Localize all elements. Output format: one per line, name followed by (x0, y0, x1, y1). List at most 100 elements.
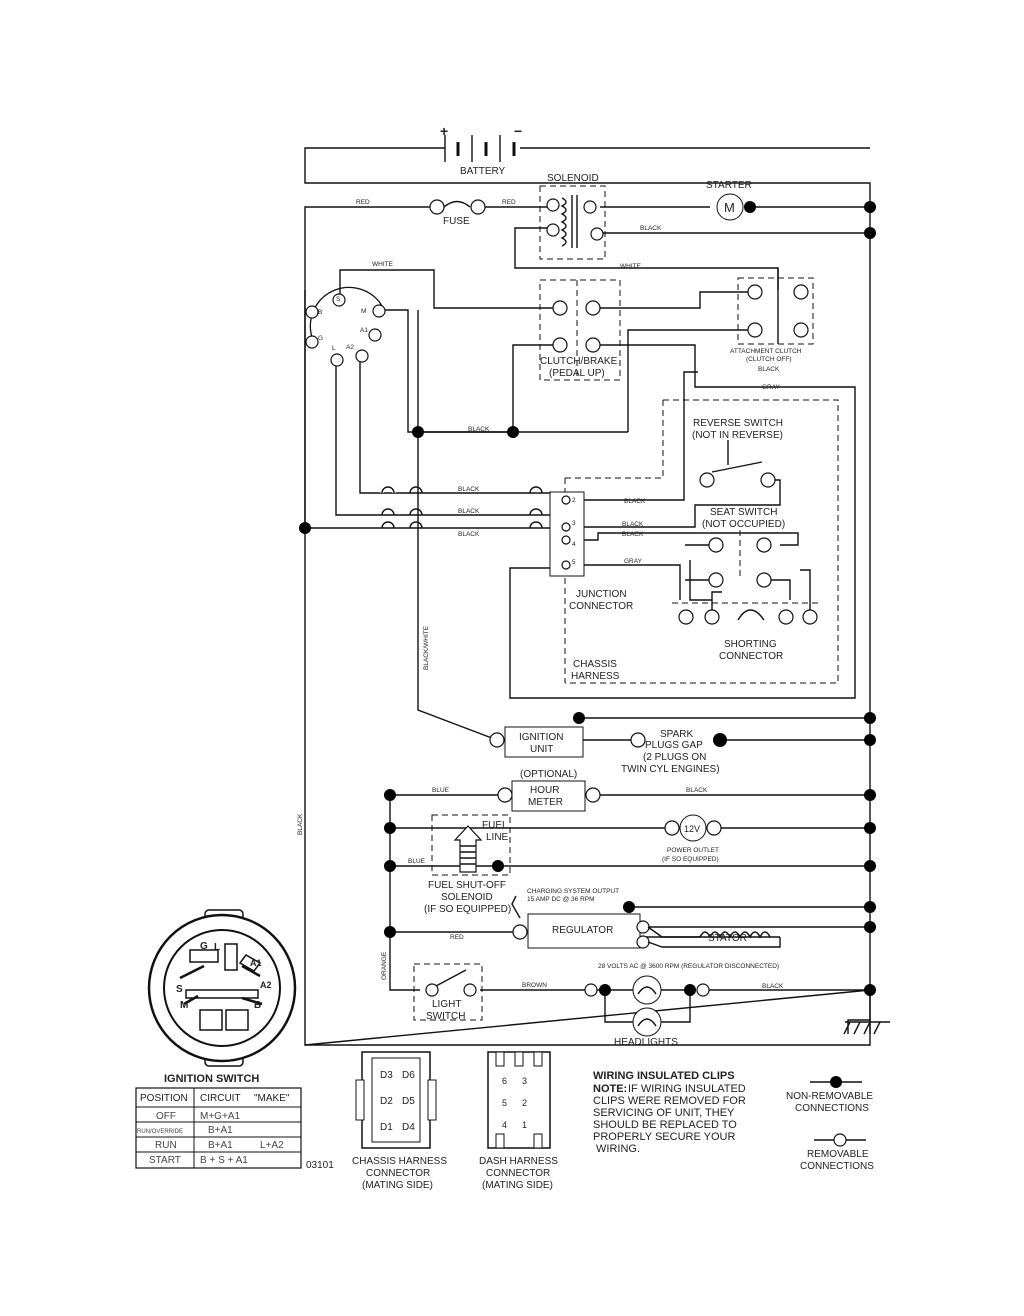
note-line: CLIPS WERE REMOVED FOR (593, 1095, 746, 1107)
headlights: HEADLIGHTS (584, 975, 710, 1048)
table-cell: START (149, 1155, 181, 1166)
power-outlet: 12V POWER OUTLET (IF SO EQUIPPED) (662, 814, 722, 863)
part-number: 03101 (306, 1160, 334, 1171)
wire-white-label: WHITE (372, 261, 394, 268)
seat-switch-label-2: (NOT OCCUPIED) (702, 519, 785, 530)
fuse: FUSE RED RED (356, 199, 516, 227)
terminal-b: B (318, 309, 322, 316)
table-cell: L+A2 (260, 1140, 284, 1151)
wire-black-label: BLACK (758, 366, 780, 373)
wire-black-label: BLACK (297, 813, 304, 835)
dash-connector-label-3: (MATING SIDE) (482, 1180, 553, 1191)
dash-pin: 2 (522, 1098, 527, 1108)
wire-black-label: BLACK (458, 508, 480, 515)
solenoid: SOLENOID (539, 173, 606, 260)
chassis-harness-label: CHASSIS (573, 659, 617, 670)
junction-connector-label: JUNCTION (576, 589, 627, 600)
table-cell: RUN/OVERRIDE (137, 1129, 183, 1135)
note-line: SERVICING OF UNIT, THEY (593, 1107, 735, 1119)
motor-symbol: M (724, 200, 735, 215)
regulator-label: REGULATOR (552, 925, 613, 936)
light-switch-label: LIGHT (432, 999, 461, 1010)
chassis-connector-label-3: (MATING SIDE) (362, 1180, 433, 1191)
wire-black-label: BLACK (762, 983, 784, 990)
legend-removable: REMOVABLE (807, 1149, 869, 1160)
chassis-pin: D1 (380, 1122, 393, 1133)
junction-pin: 2 (572, 497, 576, 504)
ignition-switch-title: IGNITION SWITCH (164, 1073, 259, 1085)
wire-white-label: WHITE (620, 263, 642, 270)
fuel-shutoff-solenoid: FUEL LINE BLUE FUEL SHUT-OFF SOLENOID (I… (408, 814, 511, 915)
chassis-connector-label: CHASSIS HARNESS (352, 1156, 447, 1167)
stator-label: STATOR (708, 933, 747, 944)
dash-pin: 1 (522, 1120, 527, 1130)
optional-label: (OPTIONAL) (520, 769, 577, 780)
note-line: IF WIRING INSULATED (628, 1083, 746, 1095)
dash-pin: 6 (502, 1076, 507, 1086)
table-header: CIRCUIT (200, 1093, 241, 1104)
safety-switch-harness: REVERSE SWITCH (NOT IN REVERSE) SEAT SWI… (564, 399, 839, 684)
face-label-a1: A1 (250, 958, 262, 968)
outlet-voltage: 12V (684, 824, 700, 834)
regulator-stator: CHARGING SYSTEM OUTPUT 15 AMP DC @ 36 RP… (450, 888, 781, 970)
spark-label-2: PLUGS GAP (645, 740, 703, 751)
note-line: WIRING. (596, 1143, 640, 1155)
legend-non-removable: NON-REMOVABLE (786, 1091, 873, 1102)
power-outlet-label: POWER OUTLET (667, 847, 719, 854)
note-title: WIRING INSULATED CLIPS (593, 1070, 735, 1082)
wire-black-white-label: BLACK/WHITE (423, 625, 430, 670)
table-cell: RUN (155, 1140, 177, 1151)
charging-output-label: CHARGING SYSTEM OUTPUT (527, 888, 619, 895)
fuel-shutoff-label-2: SOLENOID (441, 892, 493, 903)
face-label-l: L (214, 942, 220, 953)
terminal-l: L (332, 345, 336, 352)
fuel-line-label: FUEL (482, 820, 508, 831)
face-label-a2: A2 (260, 980, 272, 990)
note-bold: NOTE: (593, 1083, 627, 1095)
spark-label: SPARK (660, 729, 693, 740)
terminal-m: M (361, 308, 366, 315)
face-label-g: G (200, 941, 208, 952)
table-cell: B + S + A1 (200, 1155, 248, 1166)
note-line: SHOULD BE REPLACED TO (593, 1119, 737, 1131)
non-removable-junctions (299, 201, 876, 996)
charging-output-label-2: 15 AMP DC @ 36 RPM (527, 896, 595, 903)
ignition-switch-face: G L A1 A2 B M S (147, 909, 297, 1067)
chassis-pin: D6 (402, 1070, 415, 1081)
hour-meter: (OPTIONAL) HOUR METER BLUE BLACK (432, 769, 708, 812)
table-header: POSITION (140, 1093, 188, 1104)
legend-removable-2: CONNECTIONS (800, 1161, 874, 1172)
dash-pin: 3 (522, 1076, 527, 1086)
wire-black-label: BLACK (458, 531, 480, 538)
wire-black-label: BLACK (622, 531, 644, 538)
face-label-b: B (254, 1000, 261, 1011)
reverse-switch-label: REVERSE SWITCH (693, 418, 783, 429)
table-cell: B+A1 (208, 1140, 233, 1151)
face-label-m: M (180, 1000, 188, 1011)
junction-pin: 4 (572, 541, 576, 548)
table-cell: B+A1 (208, 1125, 233, 1136)
wire-blue-label: BLUE (432, 787, 450, 794)
starter-label: STARTER (706, 180, 752, 191)
spark-label-4: TWIN CYL ENGINES) (621, 764, 720, 775)
wire-black-label: BLACK (640, 225, 662, 232)
chassis-pin: D5 (402, 1096, 415, 1107)
attachment-clutch: ATTACHMENT CLUTCH (CLUTCH OFF) BLACK GRA… (730, 268, 814, 391)
spark-label-3: (2 PLUGS ON (643, 752, 706, 763)
headlights-label: HEADLIGHTS (614, 1037, 678, 1048)
seat-switch-label: SEAT SWITCH (710, 507, 777, 518)
chassis-connector-label-2: CONNECTOR (366, 1168, 430, 1179)
solenoid-label: SOLENOID (547, 173, 599, 184)
wire-black-label: BLACK (468, 426, 490, 433)
terminal-g: G (318, 335, 323, 342)
attachment-clutch-label-2: (CLUTCH OFF) (746, 356, 792, 363)
junction-pin: 5 (572, 559, 576, 566)
ignition-unit: IGNITION UNIT SPARK PLUGS GAP (2 PLUGS O… (489, 712, 727, 775)
fuse-label: FUSE (443, 216, 470, 227)
table-cell: OFF (156, 1111, 176, 1122)
light-switch-label-2: SWITCH (426, 1011, 465, 1022)
chassis-harness-connector: D3 D6 D2 D5 D1 D4 CHASSIS HARNESS CONNEC… (352, 1051, 447, 1191)
table-header: "MAKE" (254, 1093, 290, 1104)
wire-brown-label: BROWN (522, 982, 547, 989)
legend-non-removable-2: CONNECTIONS (795, 1103, 869, 1114)
